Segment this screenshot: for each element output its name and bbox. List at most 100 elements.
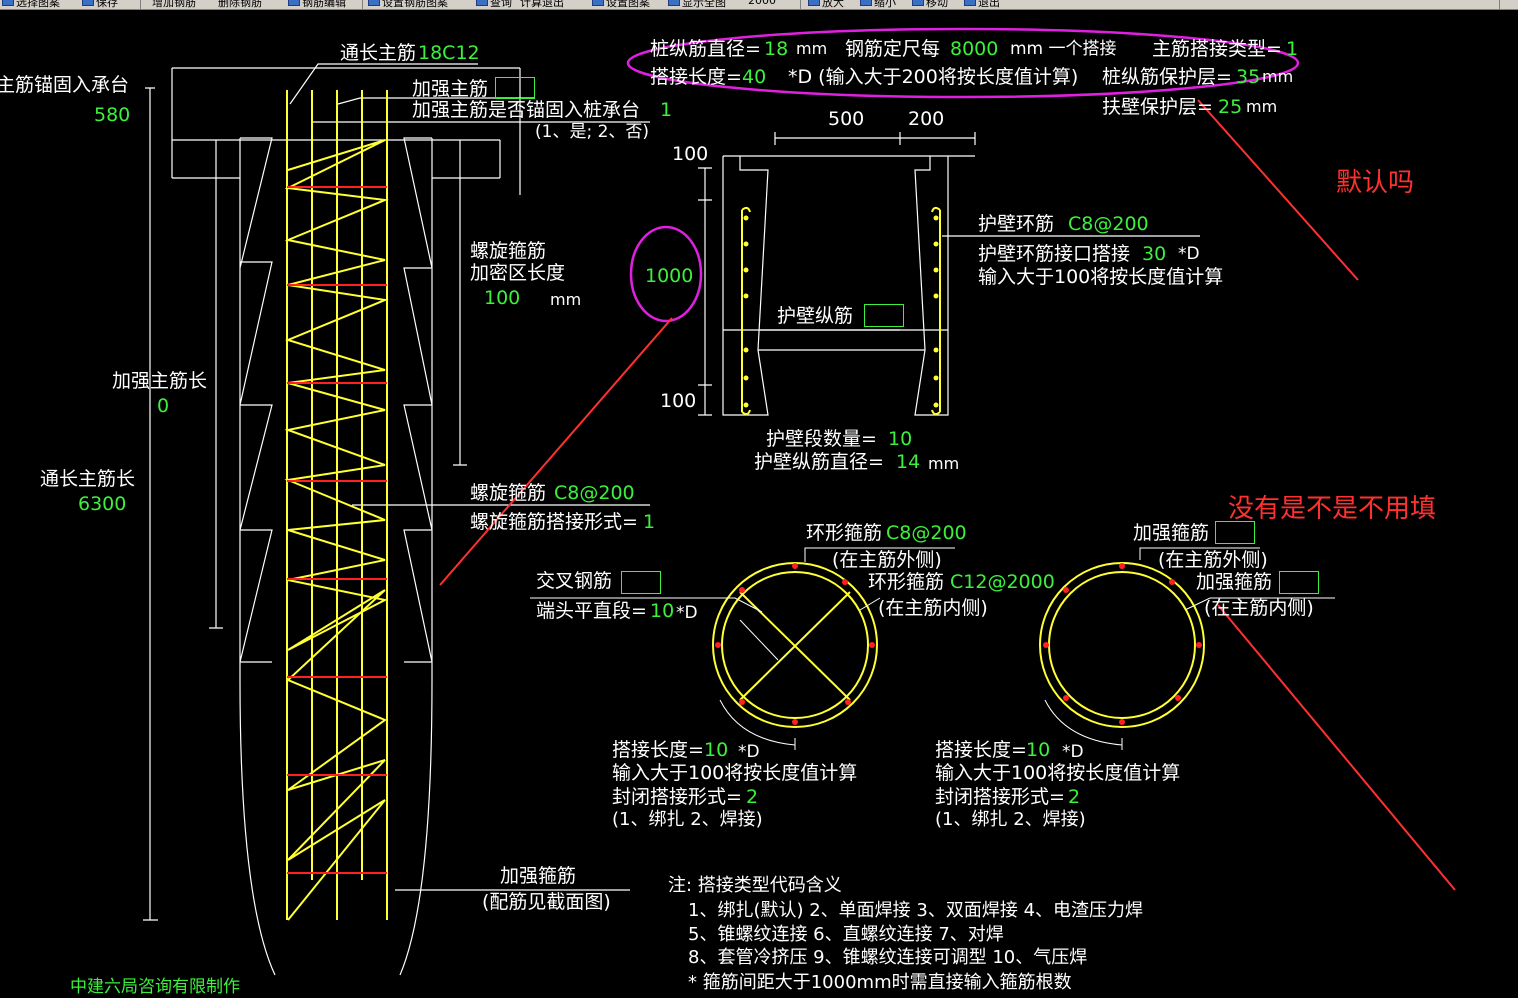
wall-cover-label: 扶壁保护层= — [1102, 96, 1213, 118]
fixed-len-label: 钢筋定尺每 — [845, 38, 941, 60]
spiral-dense-value[interactable]: 100 — [484, 287, 521, 309]
pile-right-wall — [399, 137, 433, 976]
lap-len-value[interactable]: 40 — [742, 66, 767, 88]
wall-dim-500: 500 — [828, 108, 865, 130]
s2-out-hint: (在主筋外侧) — [1158, 549, 1268, 571]
annotation-arrow-1000 — [439, 317, 673, 586]
s2-close-value[interactable]: 2 — [1068, 786, 1081, 808]
toolbar-delete-rebar[interactable]: 删除钢筋 — [218, 0, 262, 9]
toolbar-set-pattern[interactable]: 设置图案 — [592, 0, 650, 9]
wall-dim-200: 200 — [908, 108, 945, 130]
s2-lap-unit: *D — [1062, 742, 1084, 762]
wall-long-dia-label: 护壁纵筋直径= — [754, 451, 884, 473]
anchor-value[interactable]: 580 — [94, 104, 131, 126]
through-len-value[interactable]: 6300 — [78, 493, 127, 515]
wall-long-dia-value[interactable]: 14 — [896, 451, 921, 473]
wall-dim-top — [774, 132, 976, 145]
toolbar-zoom-out[interactable]: 缩小 — [860, 0, 896, 9]
wall-long-dia-unit: mm — [928, 454, 960, 473]
leader-reinforce — [337, 97, 535, 105]
through-len-label: 通长主筋长 — [40, 468, 136, 490]
toolbar-edit-rebar[interactable]: 钢筋编辑 — [288, 0, 346, 9]
reinforce-len-value[interactable]: 0 — [157, 395, 170, 417]
s2-out-input[interactable] — [1215, 521, 1255, 544]
exit-icon — [964, 0, 976, 6]
fixed-len-value[interactable]: 8000 — [950, 38, 999, 60]
wall-ring-lap-label: 护壁环筋接口搭接 — [978, 243, 1131, 265]
spiral-dense-label-1: 螺旋箍筋 — [470, 240, 547, 262]
toolbar-zoom-select[interactable]: 2000 — [748, 0, 776, 7]
fixed-len-unit: mm 一个搭接 — [1010, 39, 1117, 59]
wall-dim-1000[interactable]: 1000 — [645, 265, 694, 287]
s1-lap-label: 搭接长度= — [612, 739, 704, 761]
through-rebar-value[interactable]: 18C12 — [418, 42, 480, 64]
toolbar-pan[interactable]: 移动 — [912, 0, 948, 9]
s1-cross-input[interactable] — [621, 571, 661, 594]
s1-cross-label: 交叉钢筋 — [536, 570, 613, 592]
toolbar-scroll[interactable] — [1499, 0, 1518, 9]
s1-ring-in-value[interactable]: C12@2000 — [950, 571, 1055, 593]
toolbar-select-pattern[interactable]: 选择图案 — [2, 0, 60, 9]
pile-dia-value[interactable]: 18 — [764, 38, 789, 60]
pan-icon — [912, 0, 924, 6]
wall-cover-unit: mm — [1246, 97, 1278, 116]
footer-credit: 中建六局咨询有限制作 — [70, 977, 240, 997]
s1-ring-out-label: 环形箍筋 — [806, 522, 883, 544]
wall-dim-100-bottom: 100 — [660, 390, 697, 412]
highlight-ellipse-1000 — [629, 225, 703, 323]
pile-left-wall — [239, 137, 276, 976]
s2-out-label: 加强箍筋 — [1133, 522, 1210, 544]
cover-unit: mm — [1262, 67, 1294, 86]
annotation-arrow-cover — [1197, 99, 1359, 281]
s1-ring-out-value[interactable]: C8@200 — [886, 522, 967, 544]
pile-cap-step — [171, 140, 501, 179]
wall-ring-value[interactable]: C8@200 — [1068, 213, 1149, 235]
wall-long-input[interactable] — [864, 304, 904, 327]
pattern-icon — [368, 0, 380, 6]
toolbar-calc-exit[interactable]: 计算退出 — [520, 0, 564, 9]
lap-type-value[interactable]: 1 — [1286, 38, 1299, 60]
toolbar-query[interactable]: 查询 — [476, 0, 512, 9]
toolbar-add-rebar[interactable]: 增加钢筋 — [152, 0, 196, 9]
cover-value[interactable]: 35 — [1236, 66, 1261, 88]
toolbar-zoom-in[interactable]: 放大 — [808, 0, 844, 9]
s1-ring-in-label: 环形箍筋 — [868, 571, 945, 593]
s1-end-straight-value[interactable]: 10 — [650, 600, 675, 622]
toolbar-separator — [140, 0, 141, 9]
toolbar-separator — [362, 0, 363, 9]
dim-through-len — [143, 140, 158, 921]
select-icon — [2, 0, 14, 6]
edit-icon — [288, 0, 300, 6]
s1-close-value[interactable]: 2 — [746, 786, 759, 808]
s2-lap-value[interactable]: 10 — [1026, 739, 1051, 761]
wall-dim-100-top: 100 — [672, 143, 709, 165]
toolbar-show-all[interactable]: 显示全图 — [668, 0, 726, 9]
reinforce-rebar-input[interactable] — [495, 77, 535, 99]
wall-cover-value[interactable]: 25 — [1218, 96, 1243, 118]
wall-ring-lap-value[interactable]: 30 — [1142, 243, 1167, 265]
toolbar-save[interactable]: 保存 — [82, 0, 118, 9]
s1-lap-value[interactable]: 10 — [704, 739, 729, 761]
zoom-in-icon — [808, 0, 820, 6]
highlight-ellipse-header — [626, 27, 1300, 99]
s2-in-input[interactable] — [1279, 571, 1319, 594]
query-icon — [476, 0, 488, 6]
spiral-value[interactable]: C8@200 — [554, 482, 635, 504]
spiral-lap-value[interactable]: 1 — [643, 511, 656, 533]
lap-type-label: 主筋搭接类型= — [1152, 38, 1282, 60]
wall-seg-value[interactable]: 10 — [888, 428, 913, 450]
s1-end-straight-unit: *D — [676, 603, 698, 623]
s1-ring-out-hint: (在主筋外侧) — [832, 549, 942, 571]
zoom-out-icon — [860, 0, 872, 6]
toolbar-set-rebar-pattern[interactable]: 设置钢筋图案 — [368, 0, 448, 9]
zoom-extents-icon — [668, 0, 680, 6]
s1-ring-in-hint: (在主筋内侧) — [878, 597, 988, 619]
dim-top-ext — [171, 67, 521, 195]
save-icon — [82, 0, 94, 6]
toolbar-exit[interactable]: 退出 — [964, 0, 1000, 9]
pile-dia-unit: mm — [796, 39, 828, 58]
pattern-icon — [592, 0, 604, 6]
reinforce-anchor-value[interactable]: 1 — [660, 99, 673, 121]
reinforce-anchor-label: 加强主筋是否锚固入桩承台 — [412, 99, 641, 121]
